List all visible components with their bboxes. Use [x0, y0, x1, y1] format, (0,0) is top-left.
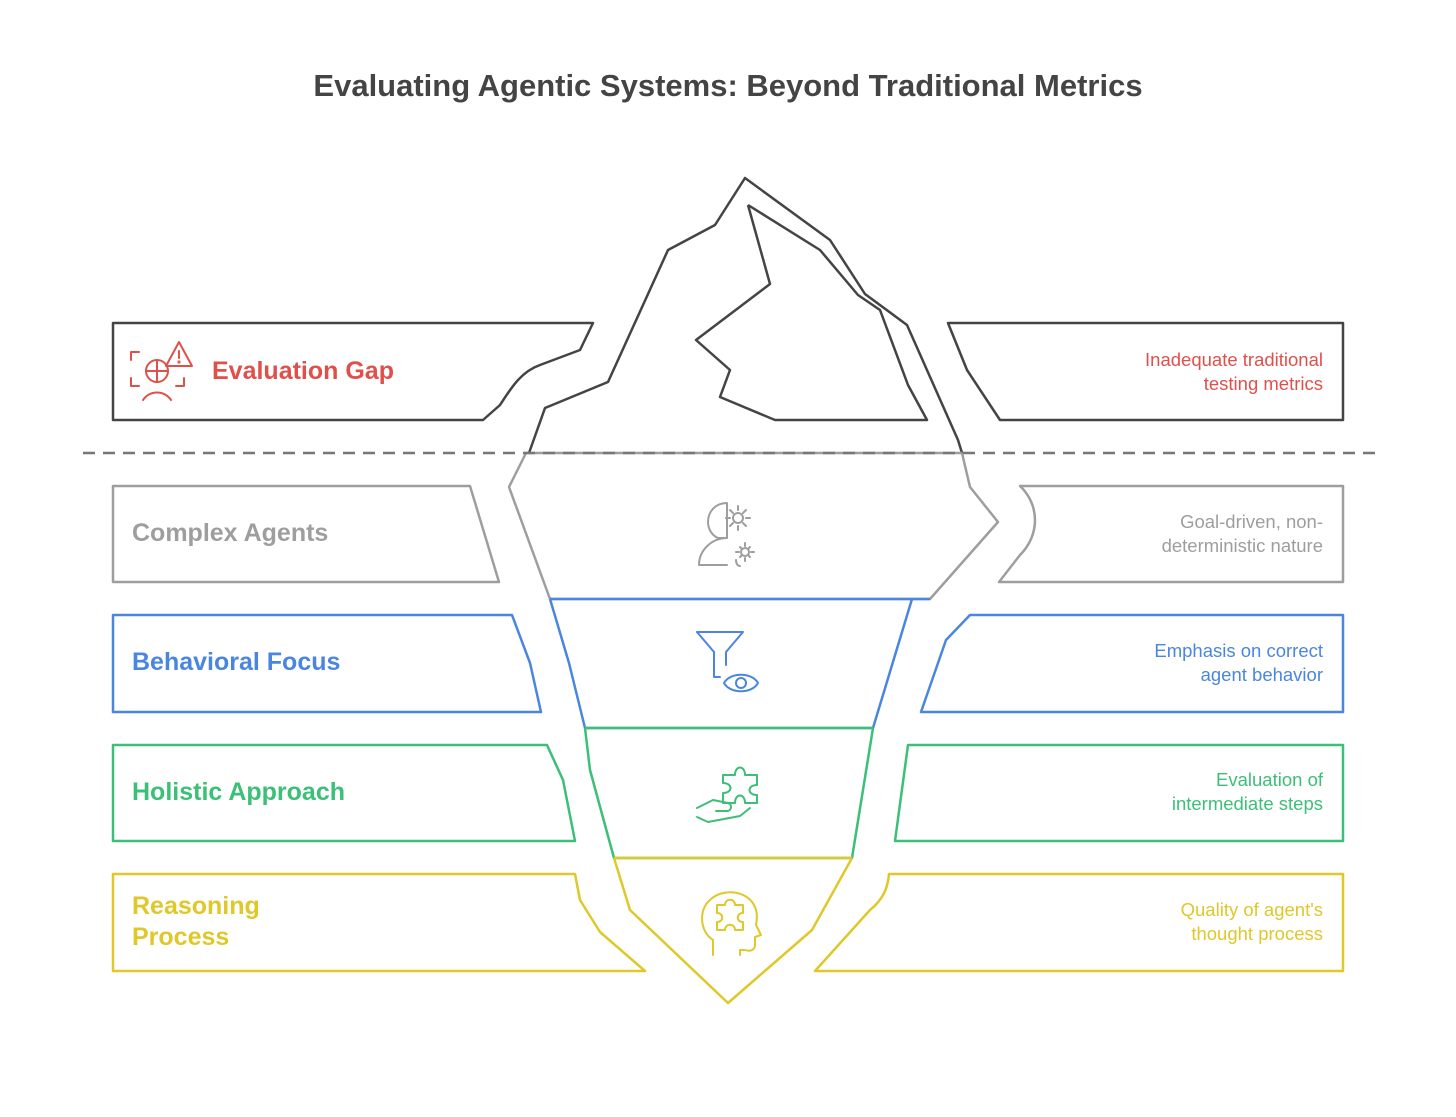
funnel-eye-icon	[696, 631, 759, 693]
label-complex-agents: Complex Agents	[132, 519, 329, 547]
desc-complex-agents: Goal-driven, non-deterministic nature	[1161, 511, 1323, 556]
desc-behavioral-focus: Emphasis on correct agent behavior	[1154, 640, 1323, 685]
desc-box-holistic-approach	[893, 743, 1345, 843]
label-box-evaluation-gap	[111, 321, 595, 422]
desc-box-behavioral-focus	[919, 613, 1345, 714]
iceberg-peak	[527, 176, 964, 454]
diagram-title: Evaluating Agentic Systems: Beyond Tradi…	[313, 68, 1143, 103]
face-scan-warning-icon	[130, 341, 193, 401]
desc-box-evaluation-gap	[946, 321, 1345, 422]
desc-holistic-approach: Evaluation of intermediate steps	[1171, 769, 1323, 814]
iceberg-segment-behavior	[548, 598, 914, 730]
iceberg-peak-facet	[694, 203, 929, 422]
label-evaluation-gap: Evaluation Gap	[212, 357, 394, 385]
head-gears-icon	[698, 502, 755, 567]
head-puzzle-icon	[701, 891, 762, 956]
label-holistic-approach: Holistic Approach	[132, 778, 345, 806]
desc-box-complex-agents	[997, 484, 1345, 584]
label-box-holistic-approach	[111, 743, 577, 843]
desc-box-reasoning-process	[813, 872, 1345, 973]
label-behavioral-focus: Behavioral Focus	[132, 648, 341, 676]
iceberg-segment-complex	[507, 452, 1000, 601]
label-box-reasoning-process	[111, 872, 647, 973]
iceberg-underwater	[507, 451, 1000, 1005]
hand-puzzle-icon	[696, 766, 758, 823]
desc-reasoning-process: Quality of agent's thought process	[1180, 899, 1323, 944]
iceberg-segment-reasoning	[612, 857, 854, 1005]
label-box-complex-agents	[111, 484, 501, 584]
desc-evaluation-gap: Inadequate traditional testing metrics	[1145, 349, 1323, 394]
iceberg-segment-holistic	[583, 727, 875, 860]
label-box-behavioral-focus	[111, 613, 543, 714]
label-reasoning-process: Reasoning Process	[132, 892, 260, 951]
